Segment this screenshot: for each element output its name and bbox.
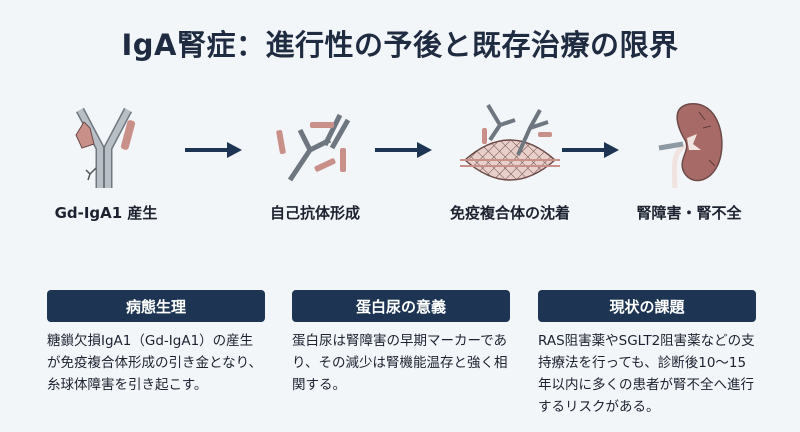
card-header: 病態生理 [47, 290, 265, 322]
card-proteinuria: 蛋白尿の意義 蛋白尿は腎障害の早期マーカーであり、その減少は腎機能温存と強く相関… [292, 290, 510, 396]
arrow-right-icon [562, 142, 619, 158]
arrow-right-icon [185, 142, 242, 158]
immune-complex-deposit-icon [460, 103, 560, 181]
step-label: Gd-IgA1 産生 [54, 204, 158, 222]
card-text: 糖鎖欠損IgA1（Gd-IgA1）の産生が免疫複合体形成の引き金となり、糸球体障… [47, 333, 263, 393]
card-header: 蛋白尿の意義 [292, 290, 510, 322]
page-title: IgA腎症：進行性の予後と既存治療の限界 [121, 28, 679, 62]
card-pathophysiology: 病態生理 糖鎖欠損IgA1（Gd-IgA1）の産生が免疫複合体形成の引き金となり… [47, 290, 265, 396]
antibody-icon [75, 107, 136, 188]
step-label: 自己抗体形成 [269, 204, 360, 222]
card-current-issues: 現状の課題 RAS阻害薬やSGLT2阻害薬などの支持療法を行っても、診断後10〜… [538, 290, 756, 418]
card-header: 現状の課題 [538, 290, 756, 322]
kidney-icon [658, 103, 723, 189]
step-kidney-failure: 腎障害・腎不全 [604, 100, 774, 223]
step-label: 免疫複合体の沈着 [449, 204, 570, 222]
step-gd-iga1: Gd-IgA1 産生 [21, 100, 191, 223]
step-label: 腎障害・腎不全 [636, 204, 742, 222]
arrow-right-icon [375, 142, 432, 158]
card-text: 蛋白尿は腎障害の早期マーカーであり、その減少は腎機能温存と強く相関する。 [292, 333, 508, 393]
card-text: RAS阻害薬やSGLT2阻害薬などの支持療法を行っても、診断後10〜15年以内に… [538, 333, 755, 415]
step-immune-complex: 免疫複合体の沈着 [425, 100, 595, 223]
step-autoantibody: 自己抗体形成 [230, 100, 400, 223]
autoantibodies-icon [276, 113, 351, 182]
